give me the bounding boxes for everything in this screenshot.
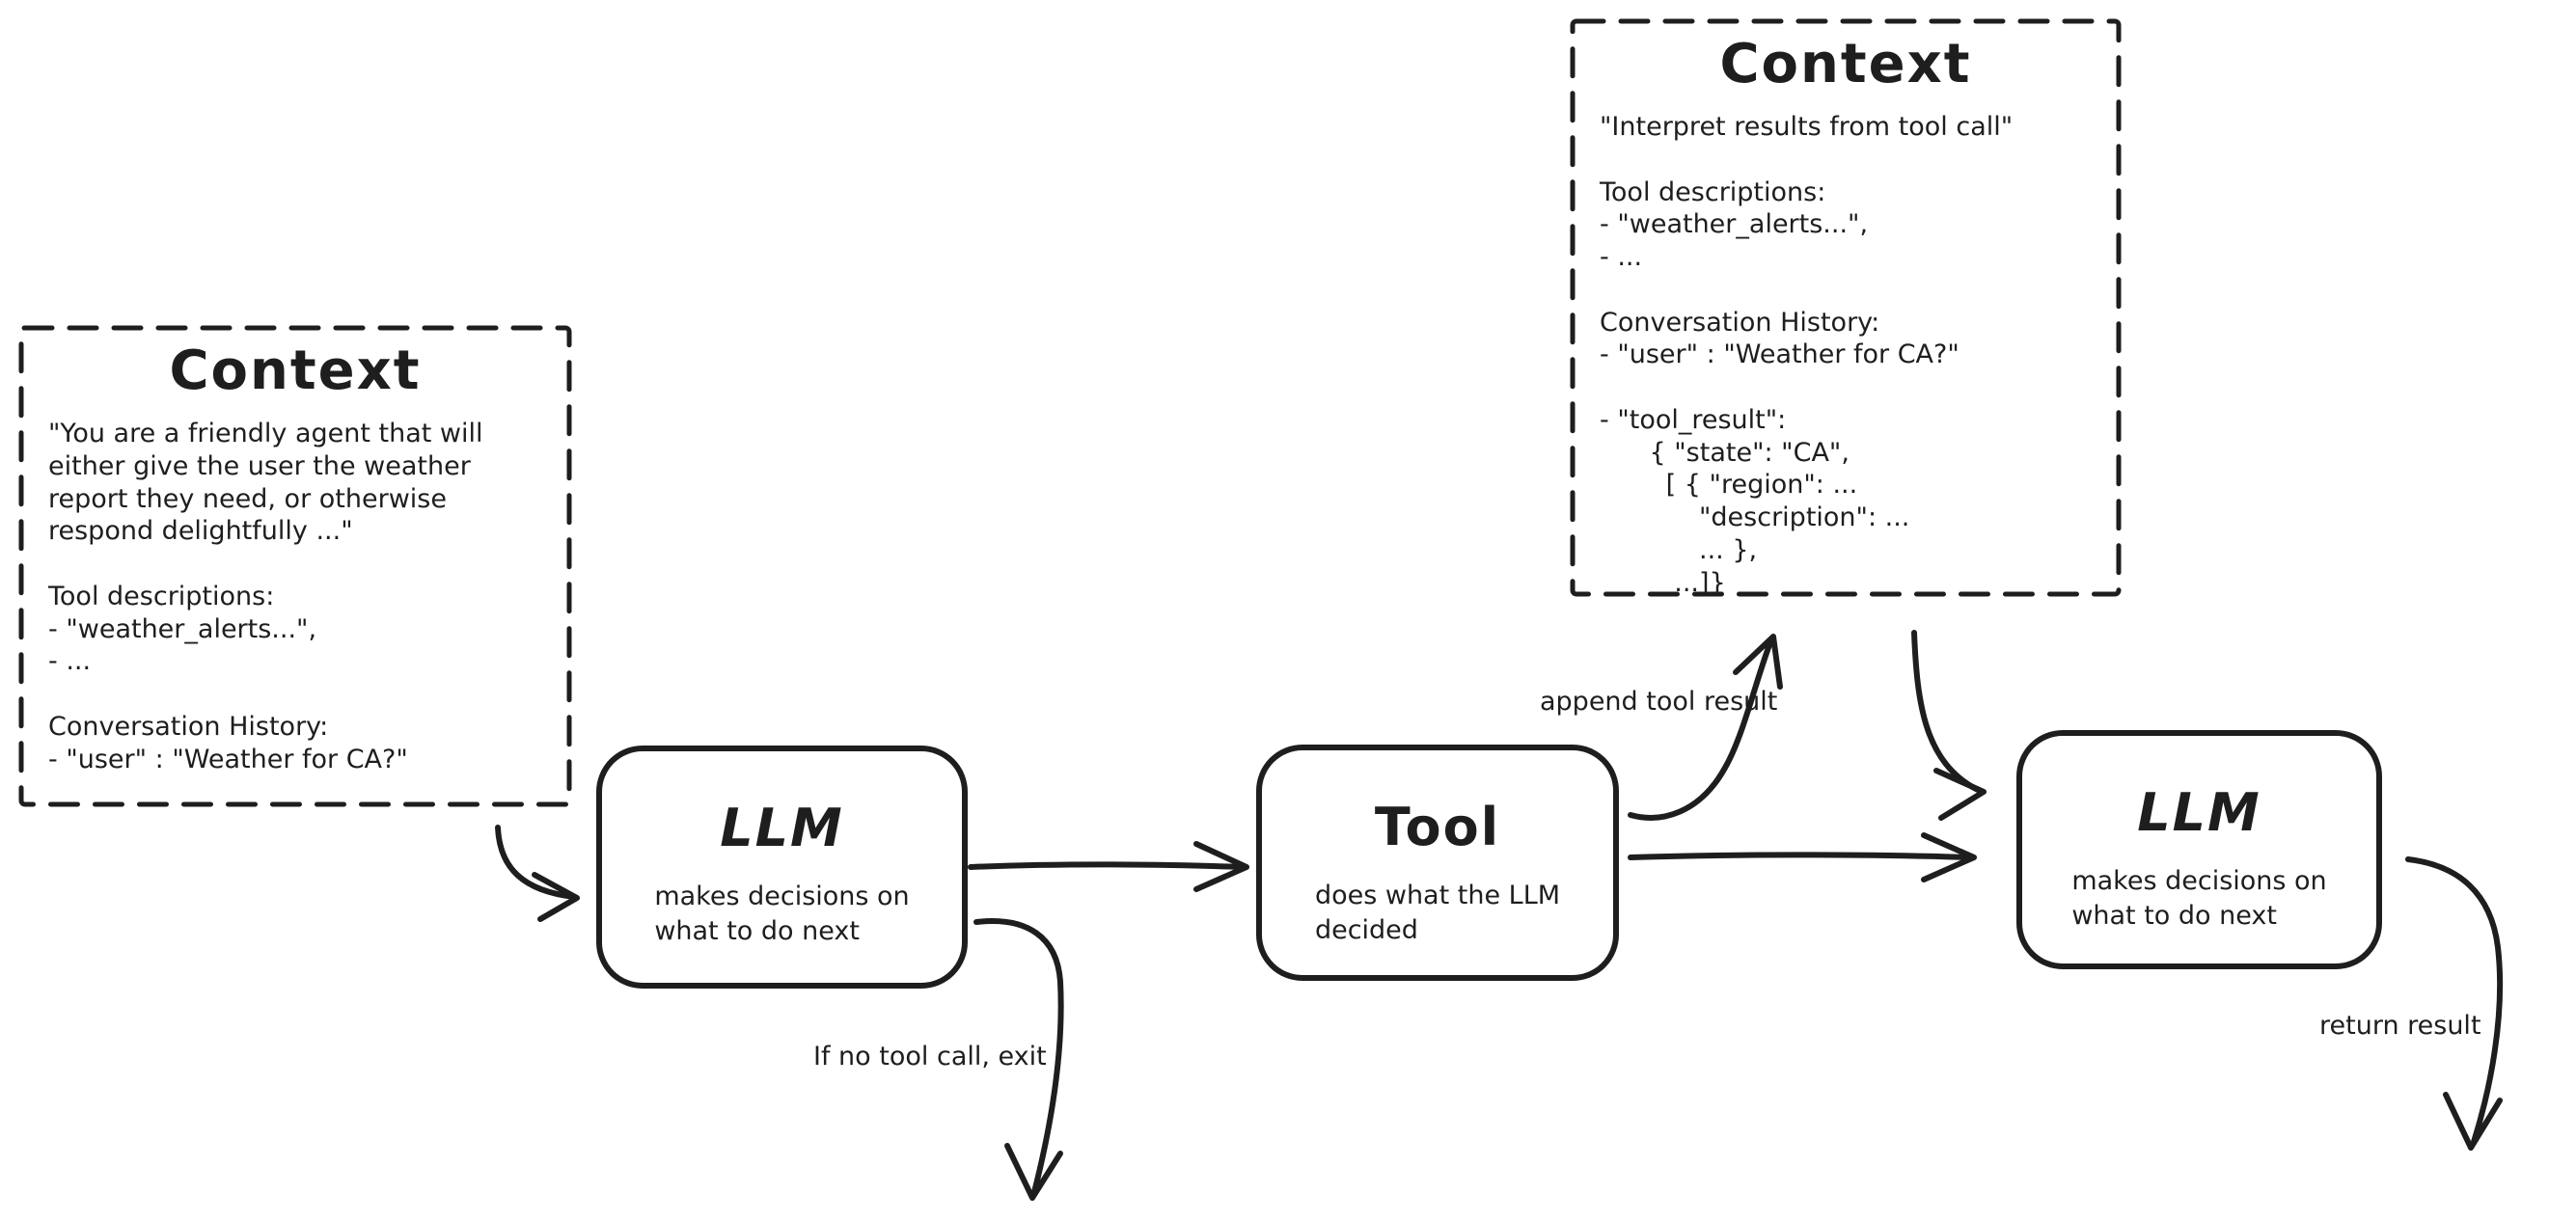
- left-context-title: Context: [169, 339, 422, 402]
- arrow-context-to-llm2: [1911, 630, 1987, 821]
- node-tool: Tool does what the LLM decided: [1256, 745, 1619, 981]
- top-context-box: Context "Interpret results from tool cal…: [1573, 21, 2119, 598]
- arrow-tool-to-llm2: [1628, 832, 1977, 882]
- edge-label-no-tool-call-exit: If no tool call, exit: [813, 1042, 1047, 1072]
- edge-label-return-result: return result: [2319, 1011, 2481, 1041]
- node-llm-1: LLM makes decisions on what to do next: [596, 746, 968, 989]
- node-llm-2-subtitle: makes decisions on what to do next: [2071, 866, 2327, 931]
- left-context-body: "You are a friendly agent that will eith…: [48, 419, 483, 774]
- node-tool-subtitle: does what the LLM decided: [1314, 881, 1561, 945]
- left-context-box: Context "You are a friendly agent that w…: [21, 328, 569, 804]
- top-context-body: "Interpret results from tool call" Tool …: [1600, 112, 2014, 598]
- node-llm-1-subtitle: makes decisions on what to do next: [654, 882, 910, 946]
- node-llm-2-title: LLM: [2137, 782, 2261, 843]
- edge-label-append-tool-result: append tool result: [1540, 687, 1778, 717]
- arrow-llm1-to-tool: [968, 841, 1249, 892]
- node-llm-2: LLM makes decisions on what to do next: [2016, 730, 2382, 969]
- arrow-tool-to-context: [1628, 634, 1783, 821]
- top-context-title: Context: [1719, 33, 1972, 95]
- arrow-context-to-llm1: [495, 825, 580, 922]
- node-tool-title: Tool: [1374, 797, 1501, 857]
- node-llm-1-title: LLM: [720, 798, 844, 858]
- arrow-llm2-return: [2405, 856, 2504, 1151]
